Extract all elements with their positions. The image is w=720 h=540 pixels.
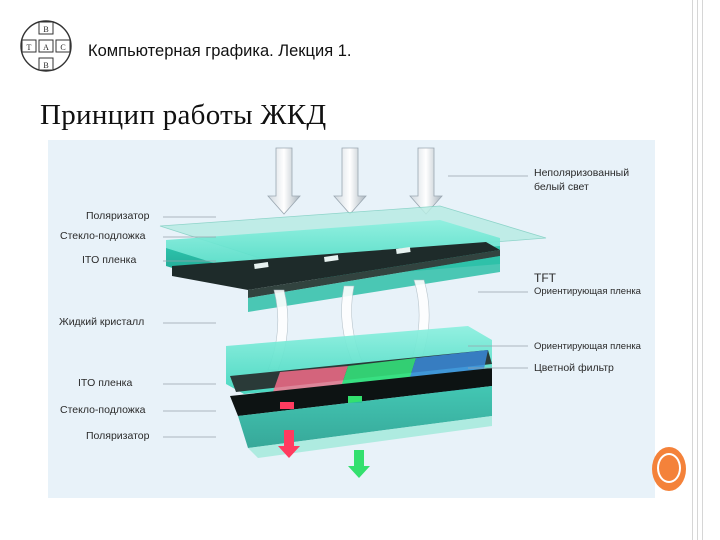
label-ito-bottom: ITO пленка [78, 377, 133, 389]
logo-letter-right: С [60, 43, 65, 52]
green-output-arrow [348, 450, 370, 478]
label-ito-top: ITO пленка [82, 254, 137, 266]
logo-letter-left: Т [27, 43, 32, 52]
tft-layer [172, 242, 500, 290]
slide-border-line-1 [692, 0, 693, 540]
lcd-structure-diagram: Поляризатор Стекло-подложка ITO пленка Ж… [48, 140, 655, 498]
lcd-layers-illustration [159, 147, 547, 478]
label-color-filter: Цветной фильтр [534, 362, 614, 374]
label-glass-bottom: Стекло-подложка [60, 404, 146, 416]
label-unpolarized-light-2: белый свет [534, 181, 589, 193]
red-output-arrow [278, 430, 300, 458]
slide-border-line-3 [702, 0, 703, 540]
label-orientation-film-top: Ориентирующая пленка [534, 286, 641, 297]
decorative-orange-circle [652, 447, 686, 491]
label-unpolarized-light-1: Неполяризованный [534, 167, 630, 179]
logo-letter-bottom: В [43, 61, 48, 70]
slide-title: Принцип работы ЖКД [40, 99, 327, 131]
left-leader-lines [163, 216, 216, 438]
incoming-light-arrows [267, 147, 443, 215]
logo-letter-center: А [43, 43, 49, 52]
label-polarizer-top: Поляризатор [86, 210, 150, 222]
label-liquid-crystal: Жидкий кристалл [59, 316, 145, 328]
university-logo-icon: В Т А С В [20, 20, 72, 72]
label-glass-top: Стекло-подложка [60, 230, 146, 242]
logo-letter-top: В [43, 25, 48, 34]
lecture-header: Компьютерная графика. Лекция 1. [88, 42, 352, 60]
label-tft: TFT [534, 271, 556, 285]
slide-border-line-2 [697, 0, 698, 540]
label-polarizer-bottom: Поляризатор [86, 430, 150, 442]
right-leader-lines [448, 175, 528, 369]
label-orientation-film-bottom: Ориентирующая пленка [534, 341, 641, 352]
